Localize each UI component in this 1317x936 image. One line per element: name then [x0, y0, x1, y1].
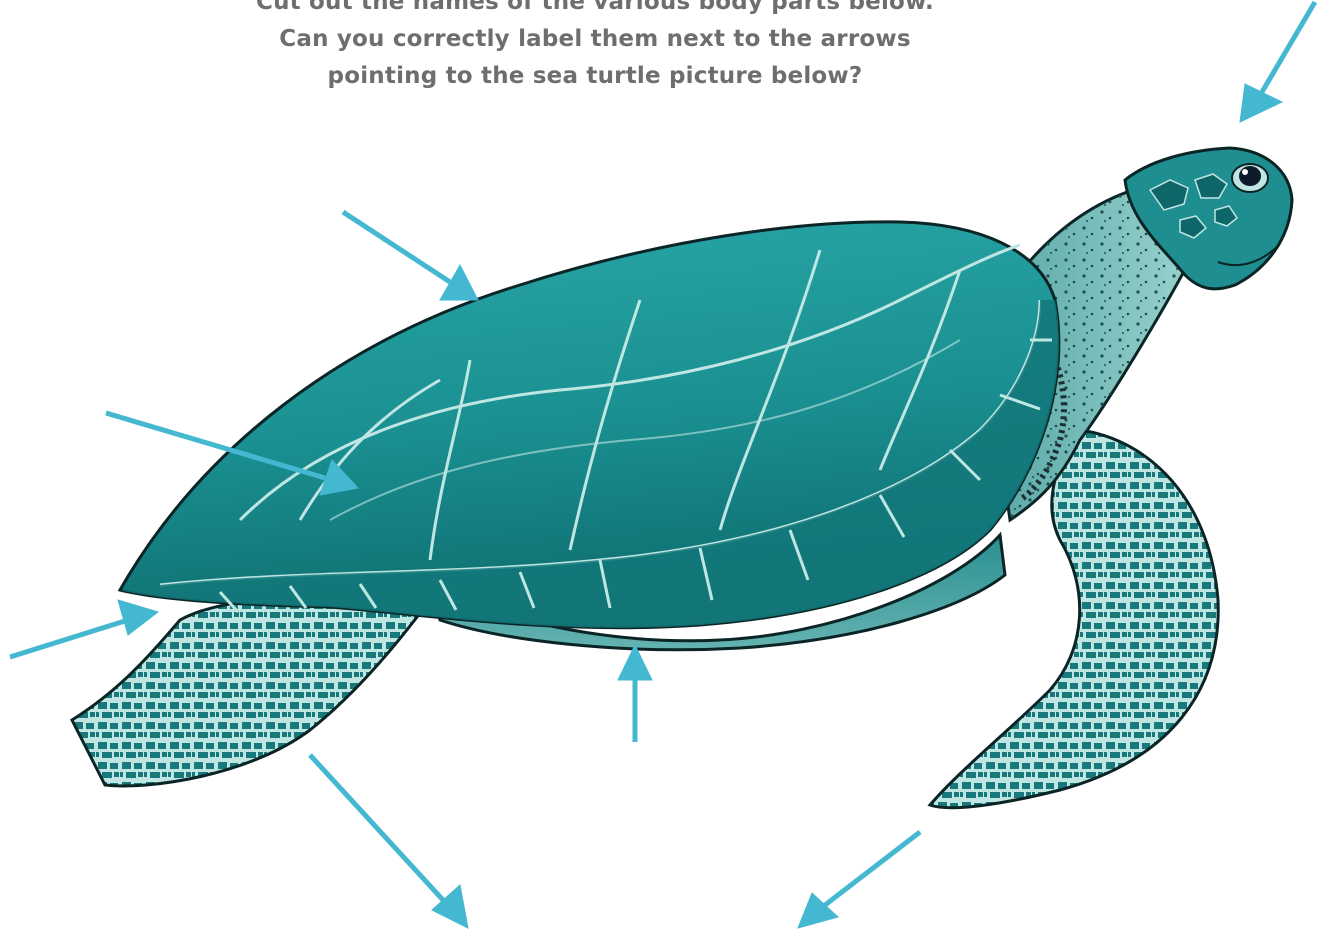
arrow-plastron [618, 645, 652, 742]
arrow-rear-flipper [310, 755, 468, 928]
instructions-line-3: pointing to the sea turtle picture below… [0, 58, 1190, 95]
instructions-text: Cut out the names of the various body pa… [0, 0, 1190, 95]
arrow-carapace-top [343, 212, 478, 300]
instructions-line-1: Cut out the names of the various body pa… [0, 0, 1190, 21]
arrow-front-flipper [798, 832, 920, 928]
instructions-line-2: Can you correctly label them next to the… [0, 21, 1190, 58]
arrow-tail [10, 600, 158, 657]
eye-icon [1239, 166, 1261, 186]
carapace [120, 222, 1059, 628]
arrow-head [1240, 2, 1315, 122]
